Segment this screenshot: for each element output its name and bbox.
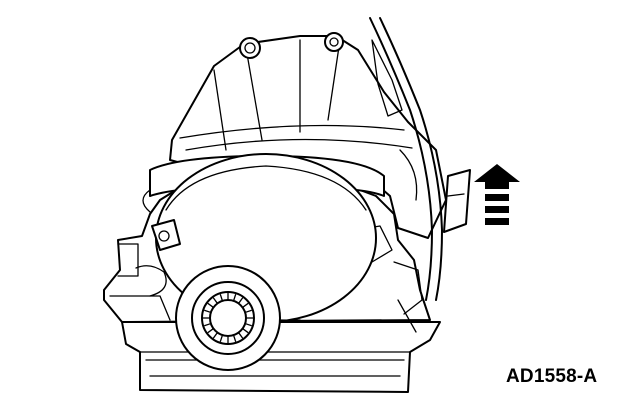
mounting-boss-top-right: [324, 32, 344, 52]
spline-tooth: [242, 302, 249, 308]
spline-tooth: [232, 294, 237, 302]
spline-tooth: [242, 328, 249, 334]
spline-tooth: [244, 322, 252, 327]
spline-tooth: [232, 334, 237, 342]
spline-tooth: [238, 297, 244, 304]
support-bracket: [443, 169, 471, 233]
arrow-bar-2: [485, 206, 509, 213]
oil-pan: [121, 321, 441, 393]
spline-tooth: [238, 332, 244, 339]
mounting-boss-top-left: [239, 37, 261, 59]
spline-tooth: [219, 334, 224, 342]
spline-tooth: [204, 309, 212, 314]
input-shaft: [209, 299, 247, 337]
arrow-bar-1: [485, 194, 509, 201]
spline-tooth: [204, 322, 212, 327]
figure-id-label: AD1558-A: [506, 366, 598, 387]
spline-tooth: [207, 328, 214, 334]
spline-tooth: [219, 294, 224, 302]
spline-teeth: [203, 293, 253, 343]
spline-tooth: [207, 302, 214, 308]
arrow-bar-3: [485, 218, 509, 225]
spline-tooth: [244, 309, 252, 314]
spline-tooth: [212, 297, 218, 304]
shift-linkage: [151, 219, 181, 251]
spline-tooth: [212, 332, 218, 339]
direction-arrow-icon: [474, 164, 520, 225]
transmission-icon: [103, 17, 471, 393]
cooler-line: [369, 17, 433, 301]
